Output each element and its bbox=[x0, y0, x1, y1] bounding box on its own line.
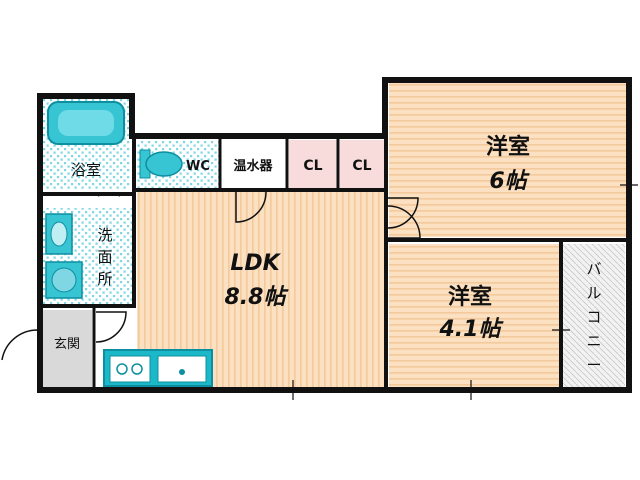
walls bbox=[37, 77, 632, 393]
western-1-floor bbox=[389, 82, 627, 237]
balcony-char-5: ー bbox=[586, 356, 601, 374]
doors bbox=[1, 191, 421, 361]
western-2-floor bbox=[389, 244, 561, 388]
closet-2-label: CL bbox=[352, 158, 371, 174]
closet-1-floor bbox=[289, 140, 337, 188]
ldk-name: LDK bbox=[230, 251, 281, 276]
closet-1-label: CL bbox=[303, 158, 322, 174]
closet-2-floor bbox=[340, 140, 385, 188]
washroom-char-2: 面 bbox=[97, 248, 112, 266]
ldk-size: 8.8帖 bbox=[225, 285, 290, 310]
washroom-char-3: 所 bbox=[97, 270, 112, 288]
washroom-label: 洗 面 所 bbox=[97, 226, 112, 288]
water-heater-label: 温水器 bbox=[233, 158, 273, 174]
western-1-name: 洋室 bbox=[486, 134, 530, 160]
balcony-char-4: ニ bbox=[586, 332, 601, 350]
water-heater-floor bbox=[221, 140, 286, 188]
balcony-char-2: ル bbox=[586, 284, 601, 302]
entrance-label: 玄関 bbox=[54, 337, 80, 352]
entrance-floor bbox=[42, 310, 92, 388]
balcony-char-3: コ bbox=[586, 308, 601, 326]
bath-label: 浴室 bbox=[71, 161, 101, 179]
balcony-label: バ ル コ ニ ー bbox=[586, 260, 601, 374]
wc-label: WC bbox=[186, 159, 210, 174]
washroom-char-1: 洗 bbox=[97, 226, 112, 244]
western-2-name: 洋室 bbox=[448, 284, 492, 310]
balcony-char-1: バ bbox=[586, 260, 601, 278]
balcony-floor bbox=[563, 244, 625, 388]
window-marks bbox=[268, 160, 638, 400]
western-1-size: 6帖 bbox=[489, 169, 530, 194]
western-2-size: 4.1帖 bbox=[439, 317, 505, 342]
